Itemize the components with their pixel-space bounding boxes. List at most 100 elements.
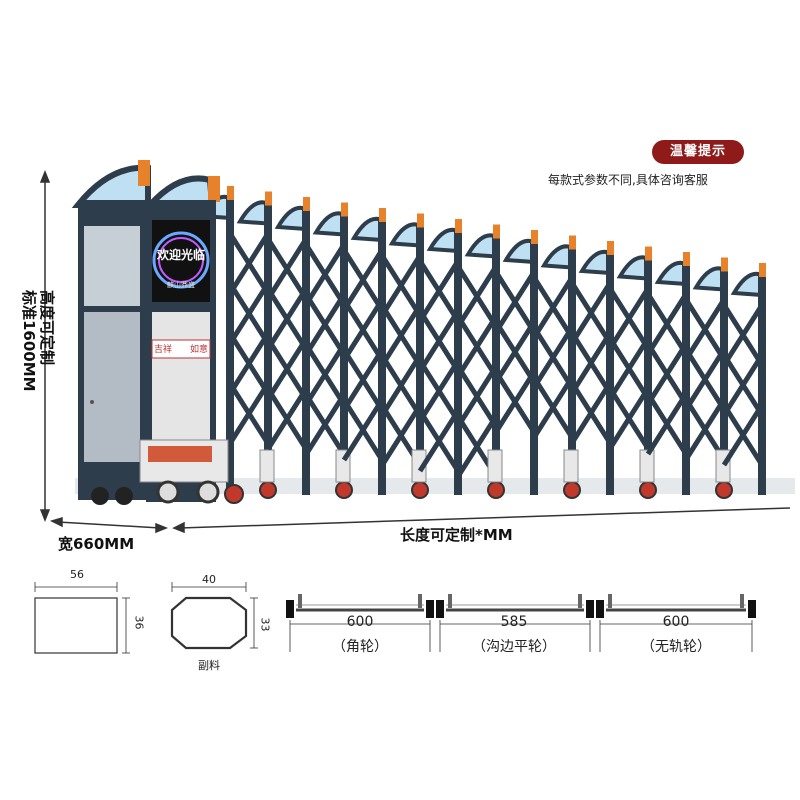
scissor-bar <box>417 309 461 373</box>
scissor-bar <box>341 348 385 412</box>
scissor-bar <box>607 387 651 450</box>
scissor-bar <box>227 332 271 395</box>
scissor-bar <box>607 337 651 400</box>
gate-post <box>530 242 538 495</box>
tip-badge: 温馨提示 <box>652 140 744 164</box>
tip-text: 每款式参数不同,具体咨询客服 <box>548 173 708 187</box>
scissor-bar <box>455 415 499 478</box>
scissor-bar <box>265 237 309 301</box>
oct-width-label: 40 <box>202 573 216 586</box>
rect-height-label: 36 <box>132 615 146 630</box>
glass-panel <box>616 255 650 281</box>
banner-left-text: 吉祥 <box>154 345 173 355</box>
glass-panel <box>502 238 536 265</box>
post-lamp <box>341 202 348 217</box>
scissor-bar <box>417 409 461 473</box>
scissor-bar <box>417 359 461 423</box>
scissor-bar <box>683 298 727 361</box>
oct-caption: 副料 <box>198 659 220 672</box>
gate-post <box>644 258 652 495</box>
gate-wheel <box>639 481 657 499</box>
scissor-bar <box>683 398 727 461</box>
segment-2-name: （沟边平轮） <box>472 639 556 655</box>
sign-welcome-text: 欢迎光临 <box>156 248 205 262</box>
scissor-bar <box>341 298 385 362</box>
scissor-bar <box>379 304 423 367</box>
segment-3-name: （无轨轮） <box>641 639 711 655</box>
gate-wheel <box>487 481 505 499</box>
segment-post <box>578 594 582 608</box>
segment-1-length: 600 <box>346 614 374 630</box>
scissor-bar <box>645 392 689 456</box>
scissor-bar <box>379 404 423 467</box>
scissor-bar <box>265 387 309 451</box>
post-lamp <box>379 208 386 222</box>
segment-end-cap <box>748 600 756 618</box>
gate-post <box>682 264 690 495</box>
post-lamp <box>531 230 538 244</box>
segment-2-length: 585 <box>500 614 528 630</box>
track-segments <box>286 594 756 652</box>
post-lamp <box>493 224 500 239</box>
gate-post <box>226 198 234 495</box>
glass-panel <box>388 222 422 248</box>
length-label: 长度可定制*MM <box>400 526 513 544</box>
post-lamp <box>303 197 310 211</box>
ground-rail <box>75 478 795 494</box>
glass-panel <box>730 271 764 298</box>
width-dimension-line <box>49 516 169 534</box>
banner-right-text: 如意 <box>190 345 209 355</box>
gate-post <box>492 236 500 495</box>
scissor-bar <box>379 254 423 317</box>
gate-wheel <box>715 481 733 499</box>
rect-width-label: 56 <box>70 568 84 581</box>
scissor-bar <box>531 276 575 339</box>
glass-panel <box>464 233 498 259</box>
gate-wheel <box>411 481 429 499</box>
scissor-bar <box>303 293 347 356</box>
glass-panel <box>426 227 460 254</box>
glass-panel <box>654 260 688 287</box>
scissor-bar <box>303 243 347 306</box>
post-lamp <box>227 186 234 200</box>
scissor-lattice <box>198 186 766 499</box>
scissor-bar <box>569 331 613 395</box>
segment-post <box>608 594 612 608</box>
segment-end-cap <box>286 600 294 618</box>
scissor-bar <box>455 265 499 328</box>
scissor-bar <box>493 270 537 334</box>
wheel-bracket <box>563 449 579 483</box>
segment-post <box>740 594 744 608</box>
scissor-bar <box>607 287 651 350</box>
scissor-bar <box>569 281 613 345</box>
scissor-bar <box>227 232 271 295</box>
post-lamp <box>645 246 652 261</box>
gate-post <box>264 203 272 495</box>
segment-1-name: （角轮） <box>332 639 388 655</box>
scissor-bar <box>227 382 271 445</box>
post-lamp <box>683 252 690 266</box>
segment-end-cap <box>436 600 444 618</box>
segment-end-cap <box>596 600 604 618</box>
profile-diagrams <box>34 582 756 654</box>
segment-post <box>418 594 422 608</box>
oct-profile <box>170 582 258 650</box>
glass-panel <box>540 244 574 270</box>
segment-end-cap <box>426 600 434 618</box>
glass-panel <box>274 205 308 232</box>
rect-profile <box>34 582 130 654</box>
glass-panel <box>350 216 384 243</box>
scissor-bar <box>645 292 689 356</box>
gate-wheel <box>259 481 277 499</box>
scissor-bar <box>683 348 727 411</box>
gate-post <box>720 269 728 495</box>
glass-panel <box>578 249 612 276</box>
glass-panel <box>236 200 270 226</box>
gate-post <box>568 247 576 495</box>
height-label-line1: 高度可定制 <box>38 290 56 366</box>
oct-height-label: 33 <box>258 617 272 632</box>
post-lamp <box>721 257 728 272</box>
width-label: 宽660MM <box>58 535 135 553</box>
sign-sub-text: 麒山鼎盛 <box>167 281 195 289</box>
